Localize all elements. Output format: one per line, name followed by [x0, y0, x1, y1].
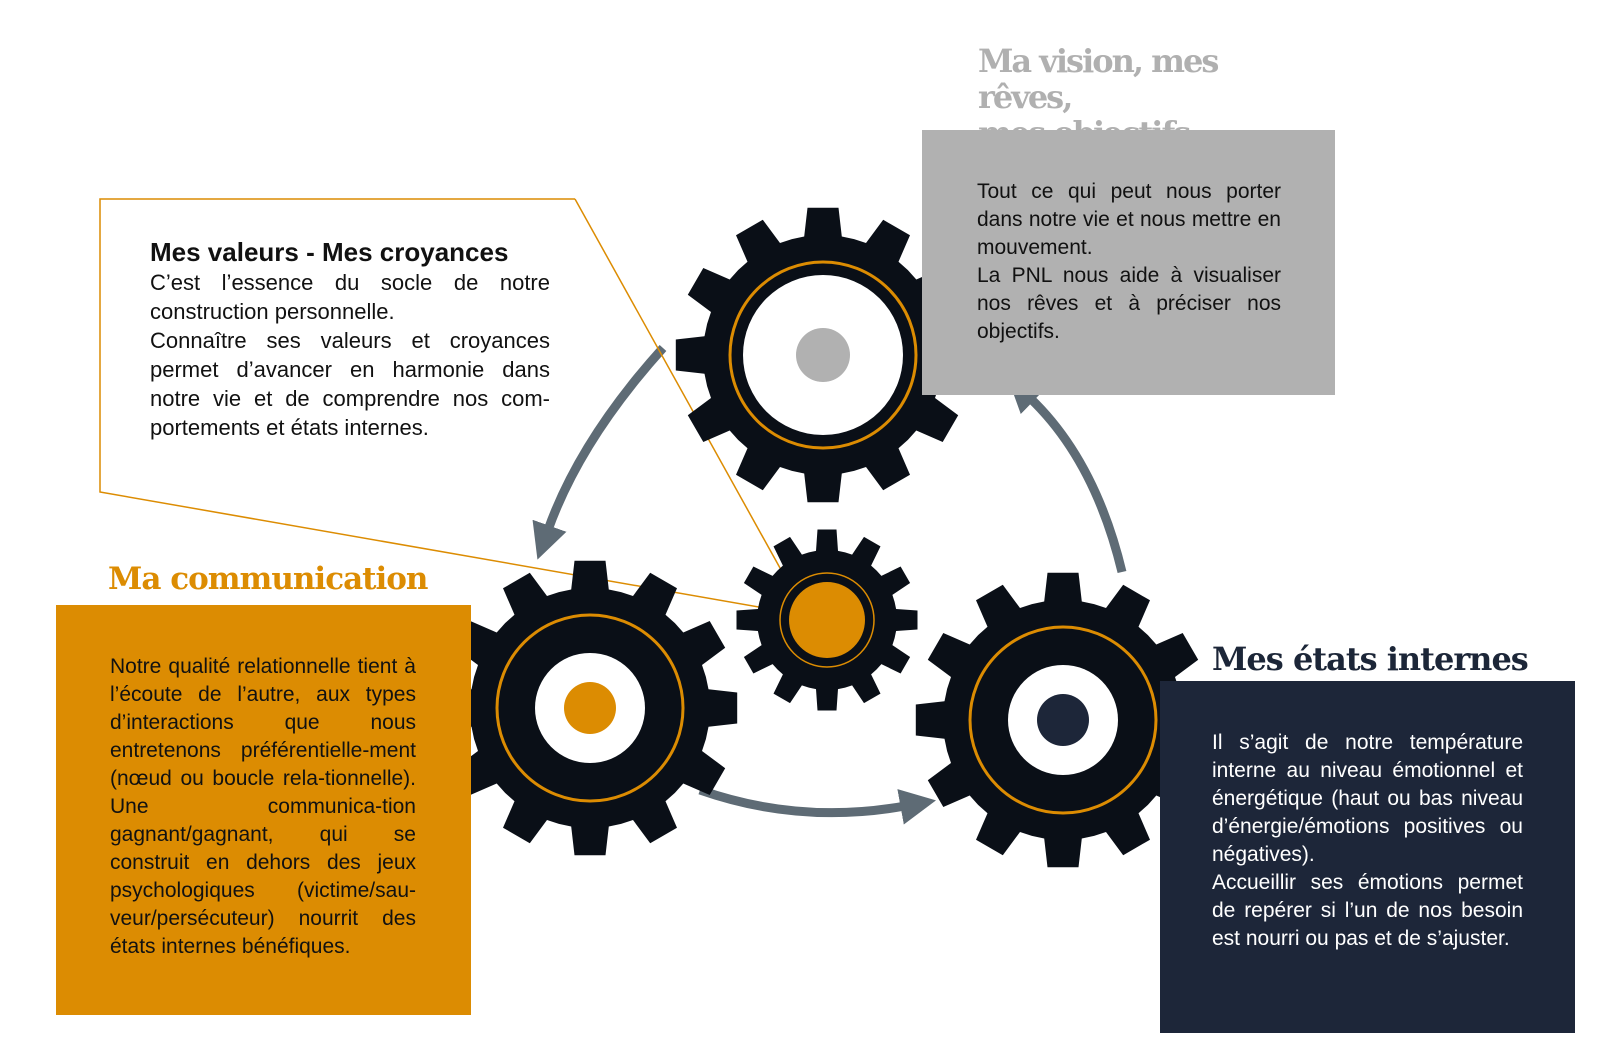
communication-heading: Ma communication	[108, 561, 428, 597]
etats-text: Il s’agit de notre température interne a…	[1212, 731, 1523, 950]
valeurs-callout-pointer	[574, 198, 801, 605]
valeurs-callout-outline	[99, 198, 794, 614]
communication-box: Notre qualité relationnelle tient à l’éc…	[56, 605, 471, 1015]
vision-text: Tout ce qui peut nous porter dans notre …	[977, 180, 1281, 343]
gear-valeurs	[736, 529, 918, 711]
valeurs-text: C’est l’essence du socle de notre constr…	[150, 270, 550, 440]
cycle-arrow-bottom	[698, 785, 936, 825]
communication-text: Notre qualité relationnelle tient à l’éc…	[110, 655, 416, 958]
cycle-arrow-left	[532, 344, 667, 560]
gear-vision	[675, 207, 971, 503]
etats-box: Il s’agit de notre température interne a…	[1160, 681, 1575, 1033]
valeurs-box: Mes valeurs - Mes croyances C’est l’esse…	[150, 236, 550, 442]
vision-heading: Ma vision, mes rêves, mes objectifs	[978, 42, 1219, 151]
vision-box: Tout ce qui peut nous porter dans notre …	[922, 130, 1335, 395]
gear-etats	[915, 572, 1211, 868]
etats-heading: Mes états internes	[1212, 640, 1529, 678]
cycle-arrow-right	[1007, 376, 1127, 574]
valeurs-title: Mes valeurs - Mes croyances	[150, 237, 509, 267]
gear-communication	[442, 560, 738, 856]
